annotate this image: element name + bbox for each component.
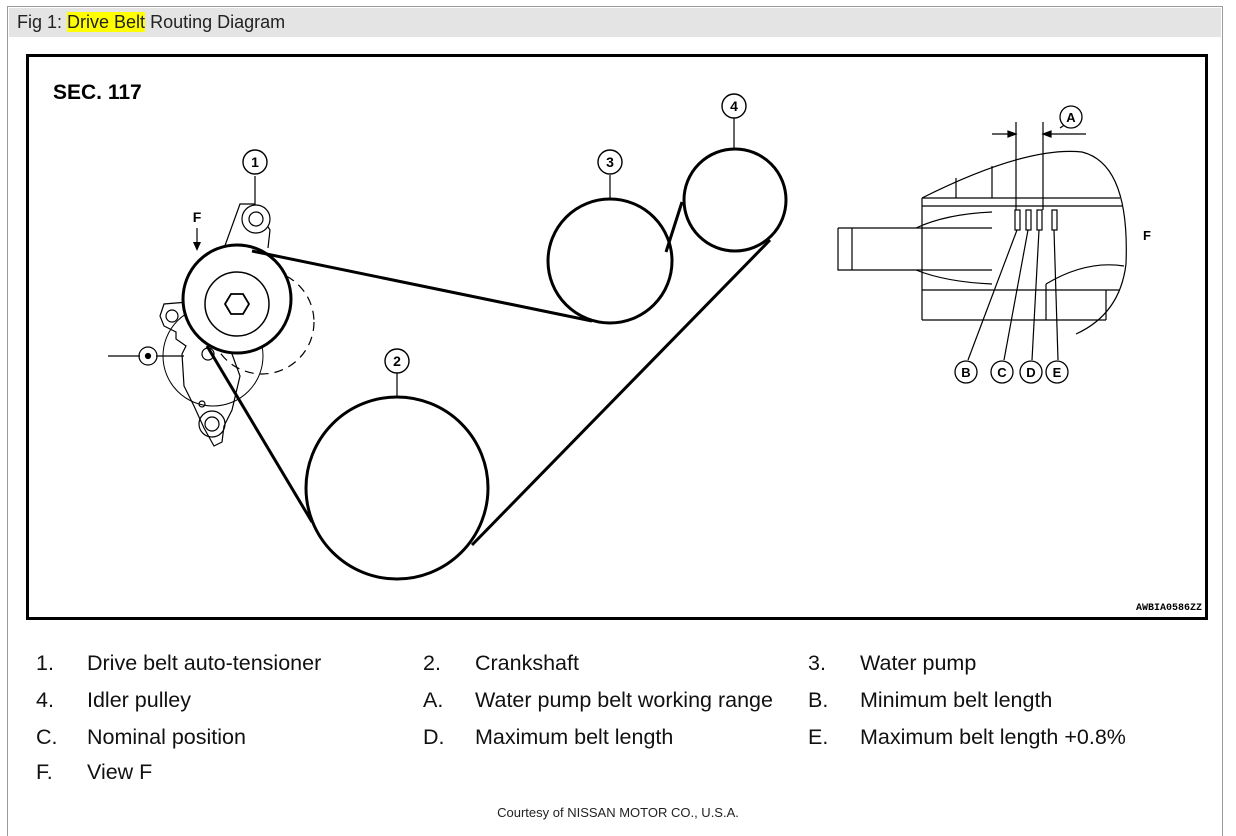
drive-belt bbox=[205, 201, 772, 547]
legend-key: 4. bbox=[36, 688, 54, 712]
legend-key: 2. bbox=[423, 651, 441, 675]
legend-text: Nominal position bbox=[87, 725, 246, 749]
callout-leaders bbox=[254, 118, 735, 397]
callout-d: D bbox=[1026, 365, 1035, 380]
legend-key: A. bbox=[423, 688, 444, 712]
legend-text: Maximum belt length bbox=[475, 725, 674, 749]
view-f-marker: F bbox=[193, 209, 202, 225]
view-f-callouts bbox=[954, 105, 1083, 384]
legend-key: B. bbox=[808, 688, 829, 712]
courtesy-note: Courtesy of NISSAN MOTOR CO., U.S.A. bbox=[497, 805, 739, 820]
legend-key: 1. bbox=[36, 651, 54, 675]
callout-circles bbox=[242, 93, 747, 374]
legend-text: View F bbox=[87, 760, 153, 784]
view-f-detail bbox=[837, 122, 1127, 361]
legend-key: F. bbox=[36, 760, 53, 784]
callout-3: 3 bbox=[606, 154, 614, 170]
legend-text: Crankshaft bbox=[475, 651, 579, 675]
callout-a: A bbox=[1066, 110, 1076, 125]
legend-key: 3. bbox=[808, 651, 826, 675]
crankshaft-pulley bbox=[304, 395, 490, 581]
diagram-border bbox=[26, 54, 1208, 620]
legend-text: Idler pulley bbox=[87, 688, 191, 712]
pulleys bbox=[304, 147, 788, 581]
figure-title: Fig 1: Drive Belt Routing Diagram bbox=[9, 8, 1221, 37]
legend-key: D. bbox=[423, 725, 445, 749]
legend-text: Water pump belt working range bbox=[475, 688, 773, 712]
callout-c: C bbox=[997, 365, 1007, 380]
callout-e: E bbox=[1053, 365, 1062, 380]
legend-text: Drive belt auto-tensioner bbox=[87, 651, 322, 675]
title-highlight: Drive Belt bbox=[67, 12, 146, 32]
callout-4: 4 bbox=[730, 98, 738, 114]
belt-routing-diagram: SEC. 117 AWBIA0586ZZ F bbox=[26, 54, 1208, 620]
figure-code: AWBIA0586ZZ bbox=[1136, 603, 1202, 614]
legend-key: C. bbox=[36, 725, 58, 749]
callout-b: B bbox=[961, 365, 970, 380]
legend-text: Minimum belt length bbox=[860, 688, 1053, 712]
title-suffix: Routing Diagram bbox=[145, 12, 286, 32]
tensioner-assembly bbox=[108, 203, 315, 447]
title-prefix: Fig 1: bbox=[17, 12, 68, 32]
legend-text: Water pump bbox=[860, 651, 977, 675]
view-f-arrow: F bbox=[193, 209, 202, 251]
legend-key: E. bbox=[808, 725, 829, 749]
section-label: SEC. 117 bbox=[53, 81, 142, 104]
view-f-label: F bbox=[1143, 228, 1151, 243]
callout-2: 2 bbox=[393, 353, 401, 369]
water-pump-pulley bbox=[546, 197, 674, 325]
idler-pulley bbox=[682, 147, 788, 253]
legend-text: Maximum belt length +0.8% bbox=[860, 725, 1126, 749]
callout-1: 1 bbox=[251, 154, 259, 170]
